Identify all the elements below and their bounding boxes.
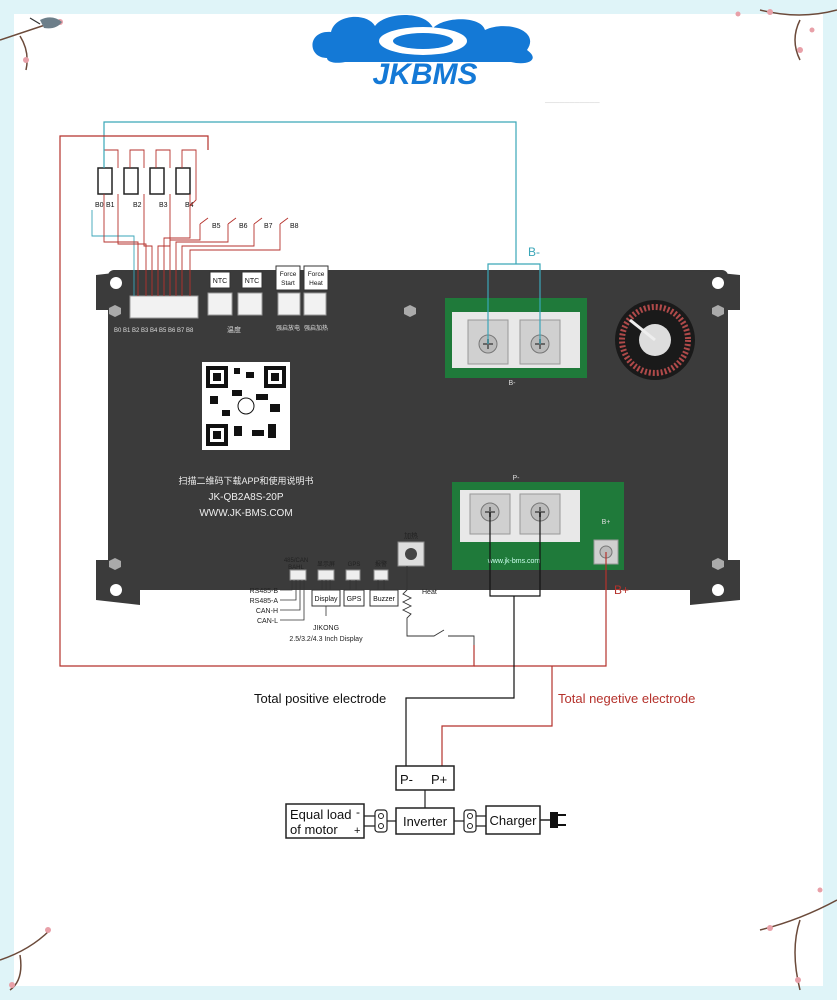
display-note-1: JIKONG <box>313 625 339 632</box>
connector-icon <box>454 809 486 833</box>
force-start-cn: 强启放电 <box>276 324 300 332</box>
b-minus-label: B- <box>528 245 540 259</box>
total-negative-wire <box>441 666 553 768</box>
canh-label: CAN-H <box>256 608 278 615</box>
buzzer-box-label: Buzzer <box>373 596 395 603</box>
total-negative-label: Total negetive electrode <box>558 691 695 706</box>
connector-icon <box>364 809 396 833</box>
total-positive-wire <box>405 512 541 768</box>
cell-b3: B3 <box>159 202 168 209</box>
outer-red-wire <box>59 135 475 667</box>
force-heat-cn: 强启加热 <box>304 324 328 332</box>
gps-box-label: GPS <box>347 596 362 603</box>
qr-caption: 扫描二维码下载APP和使用说明书 <box>178 475 313 486</box>
cell-resistors <box>97 167 191 195</box>
plug-icon <box>540 812 566 828</box>
display-box-label: Display <box>315 596 338 603</box>
cell-b5: B5 <box>212 223 221 230</box>
load-minus: - <box>356 805 360 819</box>
force-heat-label: Force <box>308 271 325 278</box>
cell-b0: B0 <box>95 202 104 209</box>
b-plus-pcb-label: B+ <box>602 519 611 526</box>
model-number: JK-QB2A8S-20P <box>208 492 283 503</box>
bird-icon <box>29 17 62 29</box>
fan-coil <box>615 300 695 380</box>
force-heat-connector <box>303 292 327 316</box>
logo-text: JKBMS <box>372 58 477 90</box>
cell-b1: B1 <box>106 202 115 209</box>
force-start-connector <box>277 292 301 316</box>
cell-b7: B7 <box>264 223 273 230</box>
inverter-label: Inverter <box>403 814 448 829</box>
pcb-website: www.jk-bms.com <box>487 558 541 565</box>
load-line-1: Equal load <box>290 807 351 822</box>
balance-header <box>129 295 199 319</box>
website: WWW.JK-BMS.COM <box>199 508 292 519</box>
p-minus-terminal-pcb <box>452 482 624 570</box>
p-minus-label: P- <box>400 772 413 787</box>
b-plus-red-wire <box>474 552 607 667</box>
b-minus-teal-wire <box>103 121 541 344</box>
load-plus: + <box>354 825 360 837</box>
charger-label: Charger <box>490 813 538 828</box>
cell-b2: B2 <box>133 202 142 209</box>
comm-wires <box>280 580 385 621</box>
heat-label: Heat <box>422 589 437 596</box>
p-plus-label: P+ <box>431 772 447 787</box>
heat-resistor <box>401 566 475 645</box>
display-note-2: 2.5/3.2/4.3 Inch Display <box>289 636 363 643</box>
rs485-can-label-2: BAHL <box>288 565 304 571</box>
rs485a-label: RS485-A <box>250 598 279 605</box>
p-terminal-box <box>395 765 455 791</box>
force-heat-label-2: Heat <box>309 280 323 287</box>
force-start-label: Force <box>280 271 297 278</box>
balance-header-label: B0 B1 B2 B3 B4 B5 B6 B7 B8 <box>114 328 194 334</box>
b-minus-pcb-label: B- <box>509 380 517 387</box>
gps-cn-label: GPS <box>348 562 361 568</box>
display-cn-label: 显示屏 <box>317 561 335 568</box>
ntc2-connector <box>237 292 263 316</box>
cell-b8: B8 <box>290 223 299 230</box>
heat-connector <box>397 541 425 567</box>
inverter-box <box>395 807 455 835</box>
b-plus-label: B+ <box>614 583 629 597</box>
rs485b-label: RS485-B <box>250 588 279 595</box>
cell-b6: B6 <box>239 223 248 230</box>
load-line-2: of motor <box>290 822 338 837</box>
buzzer-cn-label: 报警 <box>375 560 387 568</box>
canl-label: CAN-L <box>257 618 278 625</box>
ntc1-label: NTC <box>213 278 227 285</box>
qr-code <box>202 362 290 450</box>
jkbms-logo: JKBMS <box>312 15 533 90</box>
b-minus-terminal-pcb <box>445 298 587 378</box>
total-positive-label: Total positive electrode <box>254 691 386 706</box>
ntc1-connector <box>207 292 233 316</box>
temp-cn-label: 温度 <box>227 325 241 334</box>
rs485-can-label-1: 485/CAN <box>284 558 308 564</box>
p-minus-pcb-label: P- <box>513 475 521 482</box>
heat-cn-label: 加热 <box>404 531 418 540</box>
watermark: ─────────── <box>545 100 600 107</box>
load-box <box>285 803 365 839</box>
ntc2-label: NTC <box>245 278 259 285</box>
cell-b4: B4 <box>185 202 194 209</box>
force-start-label-2: Start <box>281 280 295 287</box>
